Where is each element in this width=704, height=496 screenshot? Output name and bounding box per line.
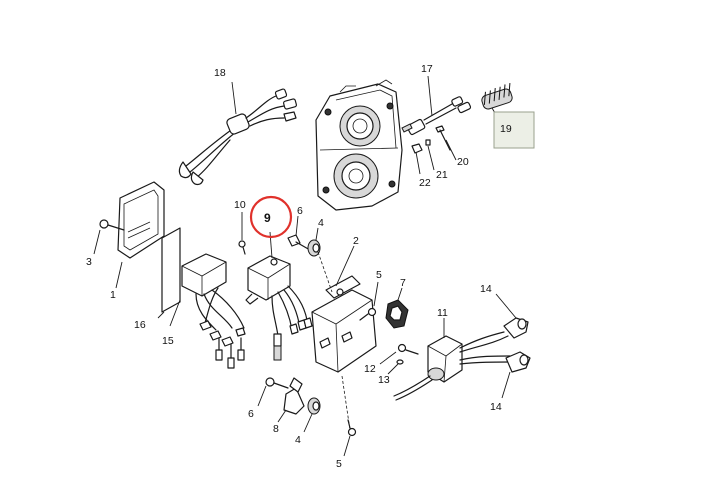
- cylinder-head-assembly: [315, 79, 403, 211]
- part-6-bolt-upper: [287, 215, 311, 251]
- callout-19-highlight-box: [493, 111, 535, 149]
- part-7-clamp: [385, 287, 409, 329]
- part-5-screw-lower: [343, 419, 357, 457]
- callout-3: 3: [86, 256, 92, 268]
- part-15-rectifier: [169, 253, 245, 331]
- part-14-plug-cap-upper: [495, 293, 529, 339]
- part-16-plate: [157, 227, 181, 319]
- part-4-grommet-lower: [303, 397, 321, 433]
- part-11-coil: [393, 318, 513, 401]
- part-8-bracket: [277, 377, 305, 423]
- callout-22: 22: [419, 177, 431, 189]
- callout-12: 12: [364, 363, 376, 375]
- part-1-cover: [115, 181, 165, 289]
- callout-2: 2: [353, 235, 359, 247]
- callout-4-lower: 4: [295, 434, 301, 446]
- callout-9-highlight-circle: [249, 195, 293, 239]
- callout-5-upper: 5: [376, 269, 382, 281]
- callout-4-upper: 4: [318, 217, 324, 229]
- callout-10: 10: [234, 199, 246, 211]
- connector-terminals-left: [199, 320, 246, 369]
- part-17-sensor-lead: [401, 75, 472, 136]
- part-3-screw: [93, 219, 125, 255]
- part-5-screw-upper: [359, 281, 379, 321]
- part-18-wire-harness: [178, 81, 297, 186]
- part-14-plug-cap-lower: [501, 351, 531, 399]
- part-4-grommet-upper: [307, 227, 321, 257]
- callout-8: 8: [273, 423, 279, 435]
- callout-16: 16: [134, 319, 146, 331]
- callout-14-lower: 14: [490, 401, 502, 413]
- callout-20: 20: [457, 156, 469, 168]
- part-10-screw: [238, 212, 246, 255]
- callout-15: 15: [162, 335, 174, 347]
- callout-19: 19: [500, 123, 512, 135]
- callout-9: 9: [264, 211, 271, 225]
- callout-21: 21: [436, 169, 448, 181]
- callout-17: 17: [421, 63, 433, 75]
- callout-1: 1: [110, 289, 116, 301]
- callout-14-upper: 14: [480, 283, 492, 295]
- connector-terminals-center: [273, 317, 313, 361]
- part-12-screw: [379, 343, 419, 365]
- callout-7: 7: [400, 277, 406, 289]
- callout-13: 13: [378, 374, 390, 386]
- callout-5-lower: 5: [336, 458, 342, 470]
- parts-20-22-fasteners: [411, 125, 457, 175]
- part-2-cdi-unit: [311, 245, 377, 431]
- part-6-bolt-lower: [257, 377, 289, 407]
- callout-11: 11: [437, 307, 448, 319]
- part-13-washer: [387, 359, 404, 375]
- callout-6-upper: 6: [297, 205, 303, 217]
- callout-18: 18: [214, 67, 226, 79]
- callout-6-lower: 6: [248, 408, 254, 420]
- part-9-ignition-coil: [245, 231, 309, 337]
